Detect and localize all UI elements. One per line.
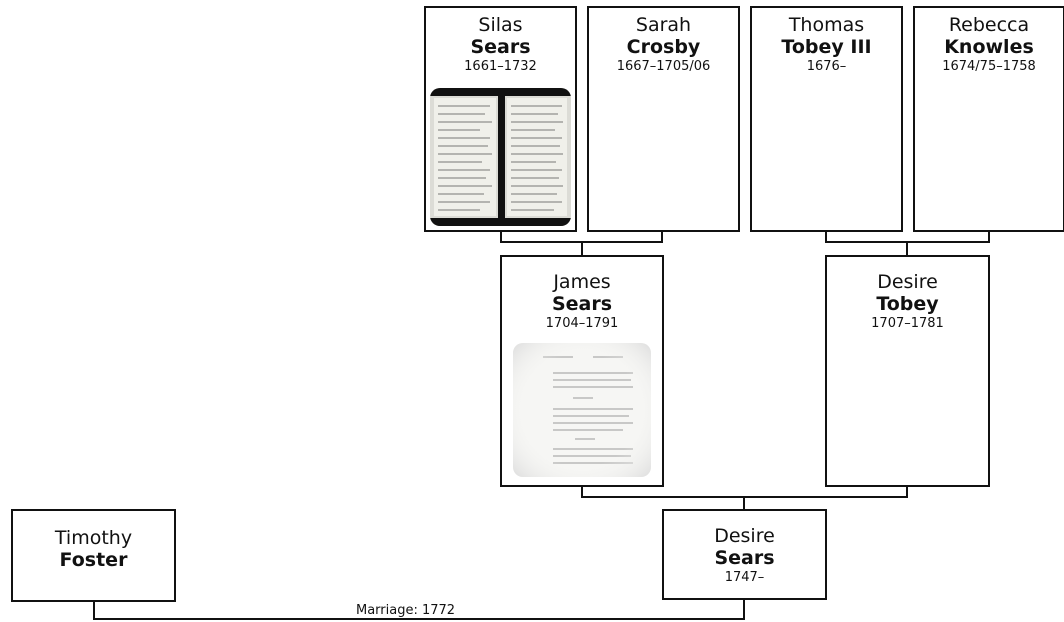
record-photo	[513, 343, 651, 477]
given-name: Silas	[478, 14, 523, 36]
given-name: Rebecca	[948, 14, 1030, 36]
connector-line	[906, 485, 908, 498]
surname: Tobey III	[781, 36, 872, 58]
life-dates: 1707–1781	[871, 316, 944, 331]
given-name: Timothy	[54, 527, 133, 549]
surname: Tobey	[876, 293, 939, 315]
surname: Foster	[59, 549, 128, 571]
life-dates: 1704–1791	[545, 316, 619, 331]
surname: Sears	[470, 36, 531, 58]
surname: Sears	[551, 293, 613, 315]
connector-line	[581, 485, 583, 498]
given-name: James	[553, 271, 611, 293]
connector-line	[500, 230, 502, 243]
marriage-label: Marriage: 1772	[354, 603, 458, 618]
person-card-desire-tobey[interactable]: Desire Tobey 1707–1781	[825, 255, 990, 487]
connector-line	[988, 230, 990, 243]
person-card-thomas-tobey[interactable]: Thomas Tobey III 1676–	[750, 6, 903, 232]
surname: Knowles	[944, 36, 1034, 58]
given-name: Thomas	[788, 14, 865, 36]
marriage-line	[743, 598, 745, 620]
connector-line	[581, 241, 583, 257]
connector-line	[906, 241, 908, 257]
person-card-sarah-crosby[interactable]: Sarah Crosby 1667–1705/06	[587, 6, 740, 232]
person-card-rebecca-knowles[interactable]: Rebecca Knowles 1674/75–1758	[913, 6, 1064, 232]
connector-line	[661, 230, 663, 243]
life-dates: 1676–	[806, 59, 847, 74]
given-name: Desire	[714, 525, 775, 547]
given-name: Desire	[877, 271, 938, 293]
given-name: Sarah	[635, 14, 692, 36]
life-dates: 1674/75–1758	[942, 59, 1036, 74]
surname: Crosby	[626, 36, 701, 58]
person-card-silas-sears[interactable]: Silas Sears 1661–1732	[424, 6, 577, 232]
person-card-james-sears[interactable]: James Sears 1704–1791	[500, 255, 664, 487]
marriage-line	[93, 600, 95, 620]
life-dates: 1747–	[724, 570, 765, 585]
record-photo	[430, 88, 571, 226]
person-card-desire-sears[interactable]: Desire Sears 1747–	[662, 509, 827, 600]
marriage-line	[93, 618, 745, 620]
surname: Sears	[714, 547, 775, 569]
connector-line	[743, 496, 745, 511]
person-card-timothy-foster[interactable]: Timothy Foster	[11, 509, 176, 602]
connector-line	[825, 230, 827, 243]
life-dates: 1661–1732	[464, 59, 537, 74]
life-dates: 1667–1705/06	[616, 59, 711, 74]
